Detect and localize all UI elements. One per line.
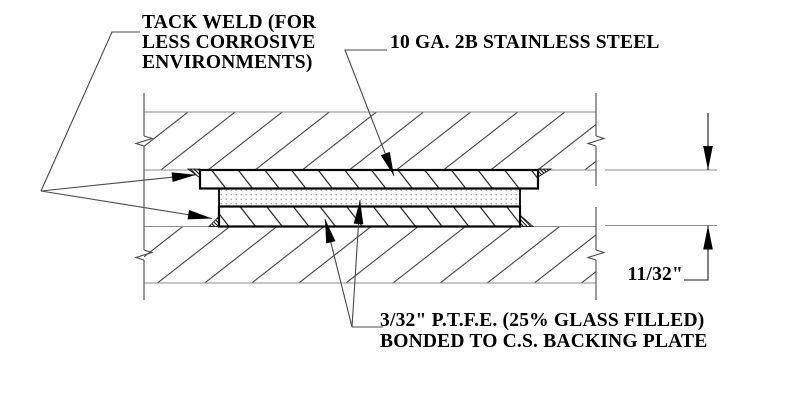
break-symbol-icon (586, 249, 606, 261)
tack-weld-arrow-upper (40, 172, 197, 192)
tack-weld-upper-left (186, 168, 201, 179)
break-symbol-icon (134, 135, 154, 147)
backing-plate (217, 205, 522, 228)
ptfe-leader-pad (351, 199, 364, 328)
tack-weld-lower-left (208, 215, 220, 227)
tack-weld-arrow-lower (40, 190, 213, 220)
lower-structure-slab (144, 226, 596, 283)
break-symbol-icon (134, 249, 154, 261)
upper-structure-slab (144, 112, 596, 170)
stainless-steel-plate (198, 168, 540, 190)
ptfe-label: 3/32" P.T.F.E. (25% GLASS FILLED) BONDED… (380, 310, 707, 352)
tack-weld-leader (40, 31, 140, 192)
tack-weld-label-line1: TACK WELD (FOR (142, 12, 317, 33)
tack-weld-label-line3: ENVIRONMENTS) (142, 52, 313, 73)
tack-weld-label: TACK WELD (FOR LESS CORROSIVE ENVIRONMEN… (142, 13, 316, 73)
tack-weld-lower-right (519, 214, 535, 227)
tack-weld-upper-right (537, 168, 553, 178)
tack-weld-label-line2: LESS CORROSIVE (142, 32, 316, 53)
break-symbol-icon (586, 135, 606, 147)
dimension-arrow-up (684, 225, 713, 281)
ptfe-layer (218, 187, 521, 208)
stainless-steel-label: 10 GA. 2B STAINLESS STEEL (390, 32, 660, 53)
dimension-label: 11/32" (627, 264, 683, 285)
stainless-leader (344, 49, 395, 177)
ptfe-label-line2: BONDED TO C.S. BACKING PLATE (380, 331, 708, 352)
ptfe-label-line1: 3/32" P.T.F.E. (25% GLASS FILLED) (380, 310, 705, 331)
